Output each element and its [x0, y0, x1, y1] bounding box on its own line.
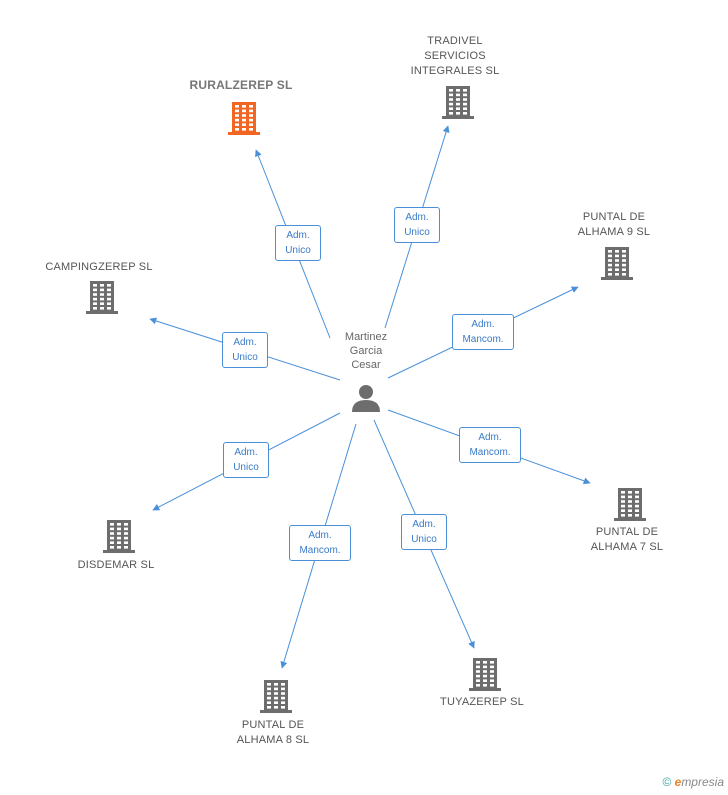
brand-name: mpresia — [681, 775, 724, 789]
relation-role-badge[interactable]: Adm. Unico — [223, 442, 269, 478]
relation-role-badge[interactable]: Adm. Unico — [401, 514, 447, 550]
company-name[interactable]: RURALZEREP SL — [189, 78, 293, 92]
building-icon[interactable] — [614, 488, 646, 521]
building-icon[interactable] — [442, 86, 474, 119]
company-name[interactable]: CAMPINGZEREP SL — [45, 261, 153, 273]
brand-initial: e — [674, 775, 682, 789]
building-icon[interactable] — [469, 658, 501, 691]
person-icon[interactable] — [352, 385, 380, 412]
relation-role-badge[interactable]: Adm. Unico — [275, 225, 321, 261]
building-icon[interactable] — [601, 247, 633, 280]
company-name[interactable]: PUNTAL DE ALHAMA 9 SL — [577, 211, 651, 238]
company-name[interactable]: PUNTAL DE ALHAMA 8 SL — [236, 719, 310, 746]
footer-copyright: © empresia — [662, 775, 724, 789]
relation-role-badge[interactable]: Adm. Unico — [394, 207, 440, 243]
relation-role-badge[interactable]: Adm. Mancom. — [459, 427, 521, 463]
company-name[interactable]: TUYAZEREP SL — [440, 696, 524, 708]
building-icon[interactable] — [103, 520, 135, 553]
company-name[interactable]: DISDEMAR SL — [77, 559, 155, 571]
relation-role-badge[interactable]: Adm. Mancom. — [452, 314, 514, 350]
center-person-name[interactable]: Martinez Garcia Cesar — [344, 331, 388, 371]
relation-role-badge[interactable]: Adm. Mancom. — [289, 525, 351, 561]
company-name[interactable]: TRADIVEL SERVICIOS INTEGRALES SL — [410, 35, 500, 77]
building-icon[interactable] — [228, 102, 260, 135]
building-icon[interactable] — [260, 680, 292, 713]
relation-role-badge[interactable]: Adm. Unico — [222, 332, 268, 368]
building-icon[interactable] — [86, 281, 118, 314]
company-name[interactable]: PUNTAL DE ALHAMA 7 SL — [590, 526, 664, 553]
copyright-symbol: © — [662, 775, 672, 789]
